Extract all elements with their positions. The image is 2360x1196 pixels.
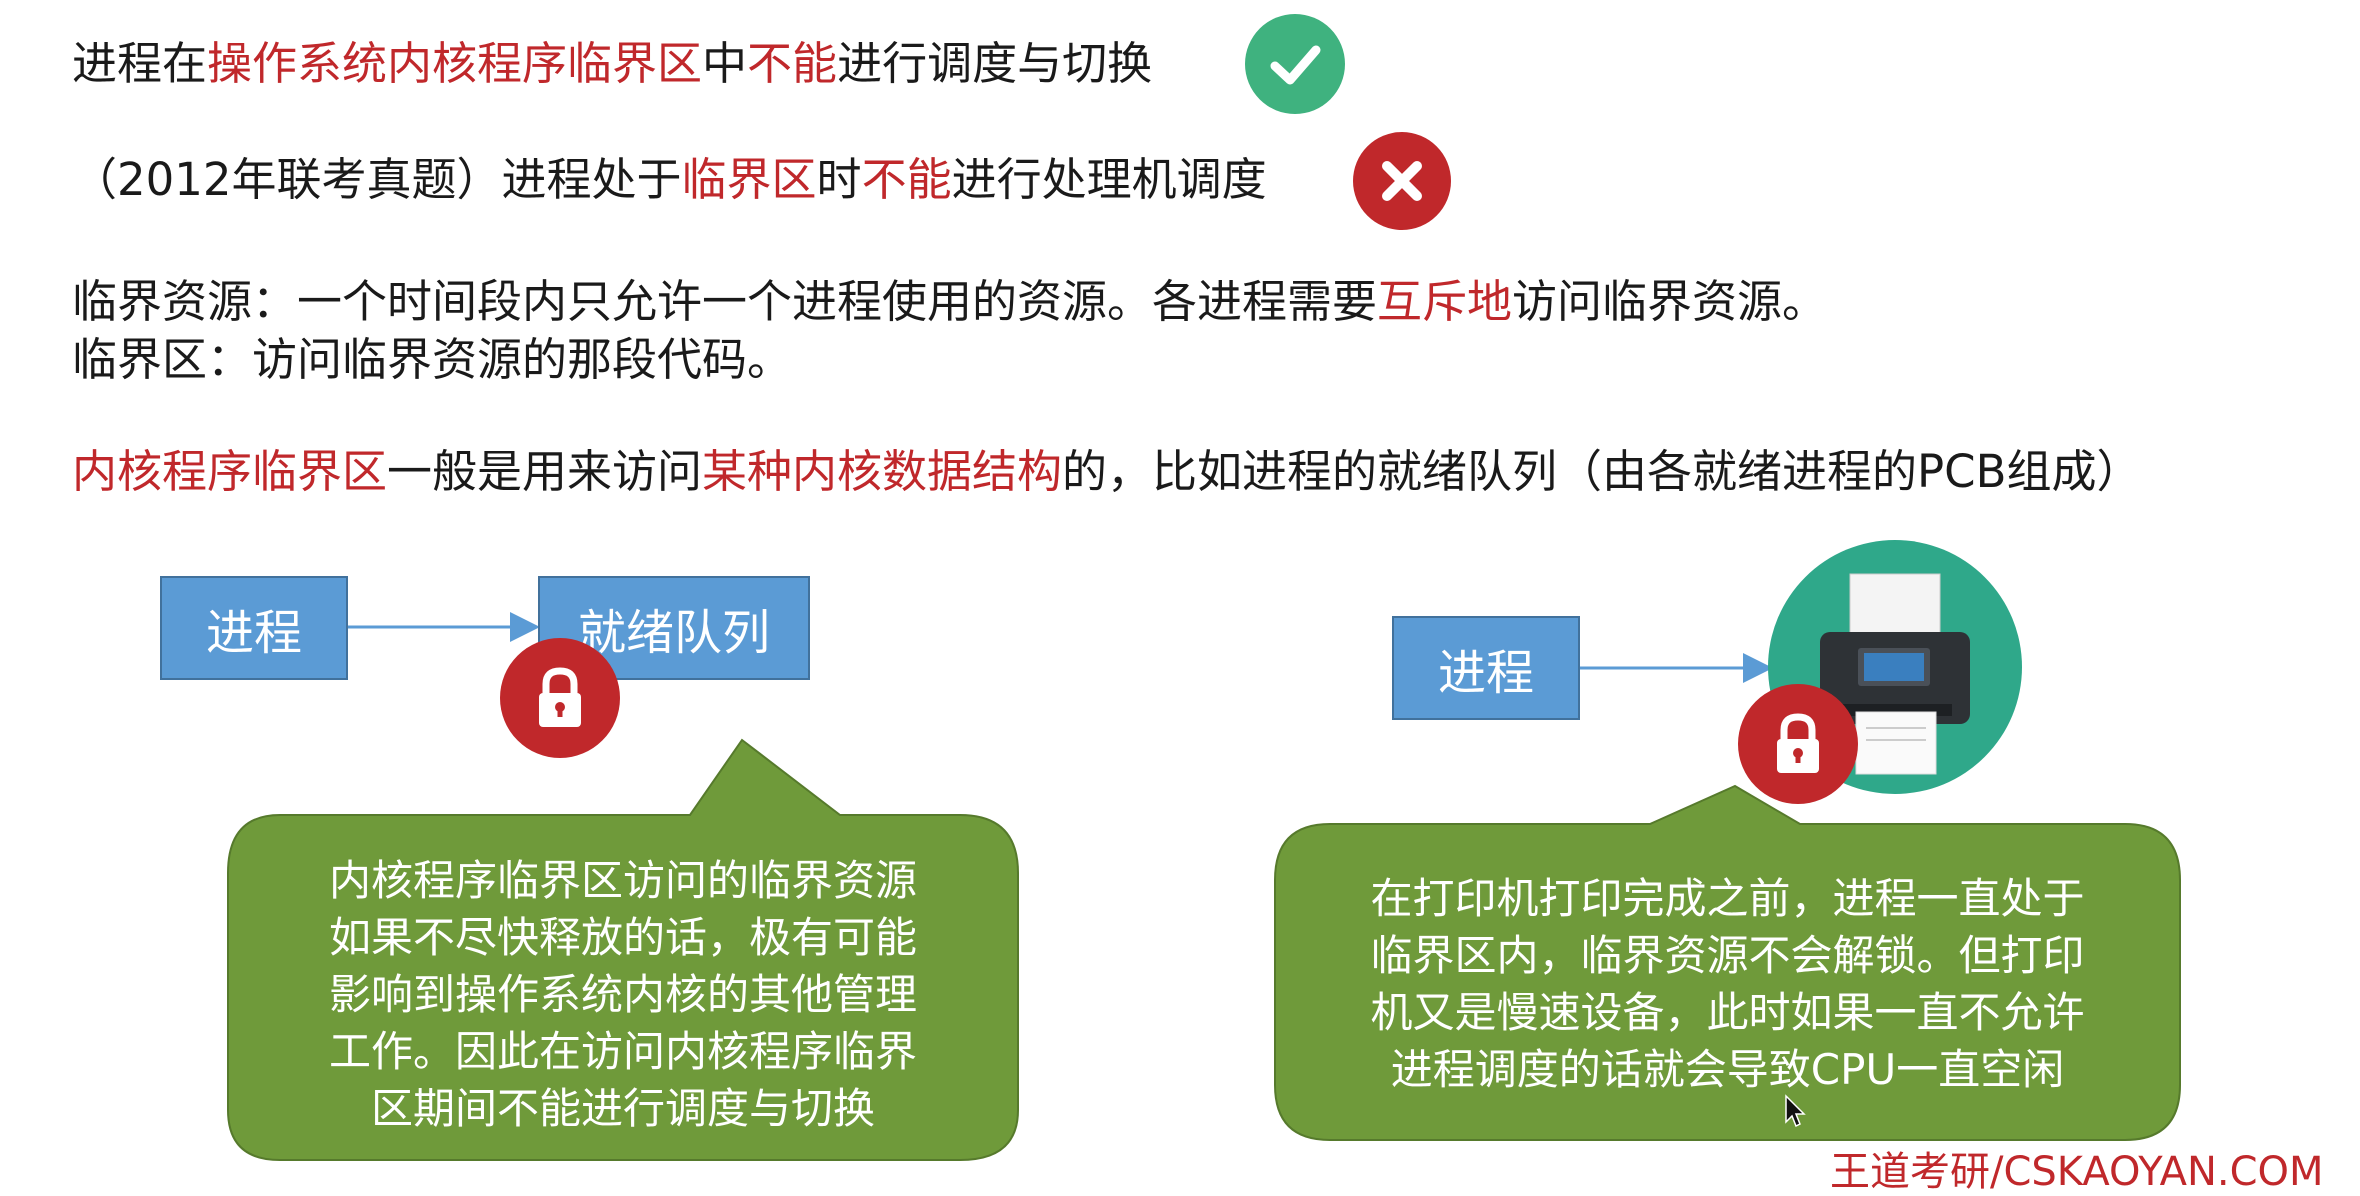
- text: 中: [702, 37, 748, 90]
- diagram-shapes: [227, 612, 2181, 1161]
- box-label: 进程: [1437, 645, 1534, 701]
- box-label: 就绪队列: [577, 605, 770, 661]
- highlight-text: 临界区: [681, 153, 817, 206]
- text: 访问临界资源。: [1512, 275, 1828, 328]
- text: 的，比如进程的就绪队列（由各就绪进程的PCB组成）: [1062, 445, 2142, 498]
- bubble-line: 内核程序临界区访问的临界资源: [328, 856, 917, 905]
- process-box-left: 进程: [160, 576, 348, 680]
- text: （2012年联考真题）进程处于: [72, 153, 682, 206]
- kernel-critical-section-note: 内核程序临界区一般是用来访问某种内核数据结构的，比如进程的就绪队列（由各就绪进程…: [72, 442, 2141, 502]
- highlight-text: 不能: [747, 37, 838, 90]
- bubble-line: 如果不尽快释放的话，极有可能: [328, 913, 917, 962]
- definition-critical-section: 临界区：访问临界资源的那段代码。: [72, 330, 792, 390]
- lock-icon: [500, 638, 620, 758]
- definition-critical-resource: 临界资源：一个时间段内只允许一个进程使用的资源。各进程需要互斥地访问临界资源。: [72, 272, 1827, 332]
- highlight-text: 内核程序临界区: [72, 445, 388, 498]
- highlight-text: 某种内核数据结构: [702, 445, 1063, 498]
- bubble-line: 区期间不能进行调度与切换: [370, 1084, 875, 1133]
- highlight-text: 不能: [861, 153, 952, 206]
- cross-icon: [1353, 132, 1451, 230]
- speech-bubble-left: [227, 738, 1019, 1161]
- watermark: 王道考研/CSKAOYAN.COM: [1830, 1149, 2324, 1195]
- process-box-right: 进程: [1392, 616, 1580, 720]
- text: 进行处理机调度: [951, 153, 1267, 206]
- bubble-line: 影响到操作系统内核的其他管理: [328, 970, 917, 1019]
- statement-1: 进程在操作系统内核程序临界区中不能进行调度与切换: [72, 34, 1152, 94]
- highlight-text: 操作系统内核程序临界区: [207, 37, 703, 90]
- bubble-line: 机又是慢速设备，此时如果一直不允许: [1370, 988, 2085, 1037]
- text: 一般是用来访问: [387, 445, 703, 498]
- bubble-line: 在打印机打印完成之前，进程一直处于: [1370, 874, 2085, 923]
- highlight-text: 互斥地: [1377, 275, 1513, 328]
- check-icon: [1245, 14, 1345, 114]
- speech-bubble-right: [1274, 784, 2181, 1141]
- lock-icon: [1738, 684, 1858, 804]
- text: 进行调度与切换: [837, 37, 1153, 90]
- mouse-cursor-icon: [1785, 1094, 1806, 1128]
- statement-2: （2012年联考真题）进程处于临界区时不能进行处理机调度: [72, 150, 1267, 210]
- box-label: 进程: [205, 605, 302, 661]
- bubble-line: 临界区内，临界资源不会解锁。但打印: [1370, 931, 2085, 980]
- text: 临界区：访问临界资源的那段代码。: [72, 333, 793, 386]
- text: 进程在: [72, 37, 208, 90]
- text: 时: [816, 153, 862, 206]
- bubble-line: 工作。因此在访问内核程序临界: [328, 1027, 917, 1076]
- text: 临界资源：一个时间段内只允许一个进程使用的资源。各进程需要: [72, 275, 1378, 328]
- bubble-line: 进程调度的话就会导致CPU一直空闲: [1390, 1045, 2065, 1094]
